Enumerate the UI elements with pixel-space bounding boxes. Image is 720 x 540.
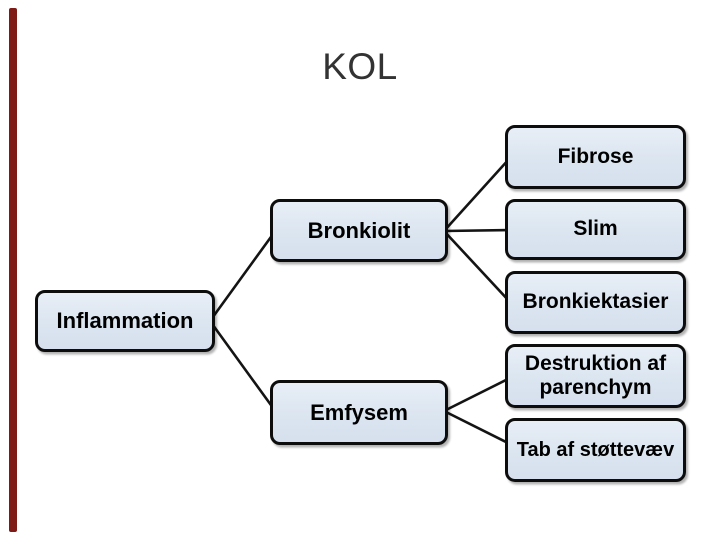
node-bronkiolit: Bronkiolit	[270, 199, 448, 262]
connector-bronkiolit-fibrose	[442, 156, 512, 233]
node-destruktion-af-parenchym: Destruktion af parenchym	[505, 344, 686, 408]
node-label: Slim	[573, 217, 618, 241]
node-label: Destruktion af parenchym	[524, 351, 667, 399]
node-slim: Slim	[505, 199, 686, 260]
slide-accent-bar	[9, 8, 17, 532]
connector-emfysem-tab	[442, 409, 512, 446]
node-fibrose: Fibrose	[505, 125, 686, 189]
node-bronkiektasier: Bronkiektasier	[505, 271, 686, 334]
node-tab-af-stoettevaev: Tab af støttevæv	[505, 418, 686, 482]
connector-root-bronkiolit	[208, 228, 278, 323]
node-emfysem: Emfysem	[270, 380, 448, 445]
node-label: Tab af støttevæv	[516, 438, 675, 461]
node-label: Inflammation	[56, 308, 194, 334]
connector-bronkiolit-bronkiektasier	[442, 229, 512, 304]
connector-bronkiolit-slim	[442, 228, 512, 233]
node-inflammation: Inflammation	[35, 290, 215, 352]
slide-title: KOL	[322, 46, 398, 87]
connector-root-emfysem	[208, 319, 278, 414]
node-label: Bronkiolit	[307, 217, 411, 243]
node-label: Bronkiektasier	[522, 290, 669, 314]
node-label: Emfysem	[310, 399, 408, 425]
node-label: Fibrose	[557, 144, 634, 168]
connector-emfysem-destruktion	[442, 376, 512, 413]
